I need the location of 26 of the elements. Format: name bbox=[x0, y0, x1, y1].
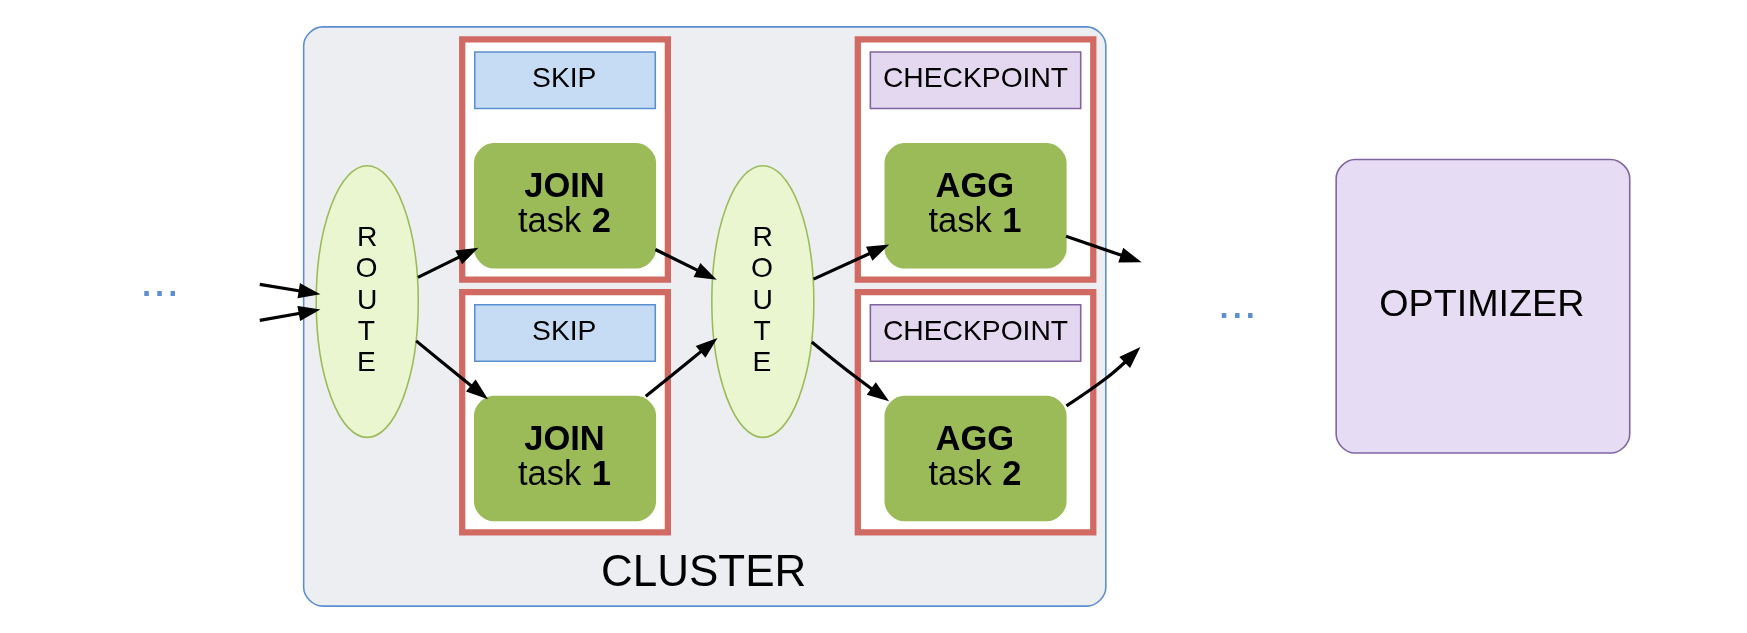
node-ellipse: R O U T E bbox=[711, 165, 815, 439]
cluster bbox=[459, 36, 671, 283]
arrow bbox=[259, 282, 321, 299]
label: ... bbox=[140, 253, 180, 307]
node-box: AGG task 1 bbox=[884, 143, 1067, 269]
cluster bbox=[854, 36, 1097, 283]
node-box: JOIN task 1 bbox=[473, 395, 657, 522]
arrow bbox=[1065, 347, 1141, 408]
node-ellipse: R O U T E bbox=[315, 165, 420, 439]
arrow bbox=[415, 339, 488, 400]
node-box: JOIN task 2 bbox=[473, 143, 657, 269]
arrow bbox=[654, 248, 717, 280]
cluster bbox=[854, 289, 1097, 536]
arrow bbox=[812, 244, 890, 281]
node-box: CHECKPOINT bbox=[869, 51, 1082, 110]
arrow bbox=[644, 337, 718, 398]
arrow bbox=[259, 305, 321, 322]
node-box: AGG task 2 bbox=[884, 395, 1067, 522]
node-box: SKIP bbox=[473, 51, 657, 110]
cluster bbox=[459, 289, 671, 536]
node-box: OPTIMIZER bbox=[1335, 158, 1631, 454]
arrow bbox=[810, 340, 890, 402]
label: ... bbox=[1217, 275, 1257, 329]
arrow bbox=[417, 247, 479, 279]
node-box: CHECKPOINT bbox=[869, 303, 1082, 363]
node-box: SKIP bbox=[473, 303, 657, 363]
